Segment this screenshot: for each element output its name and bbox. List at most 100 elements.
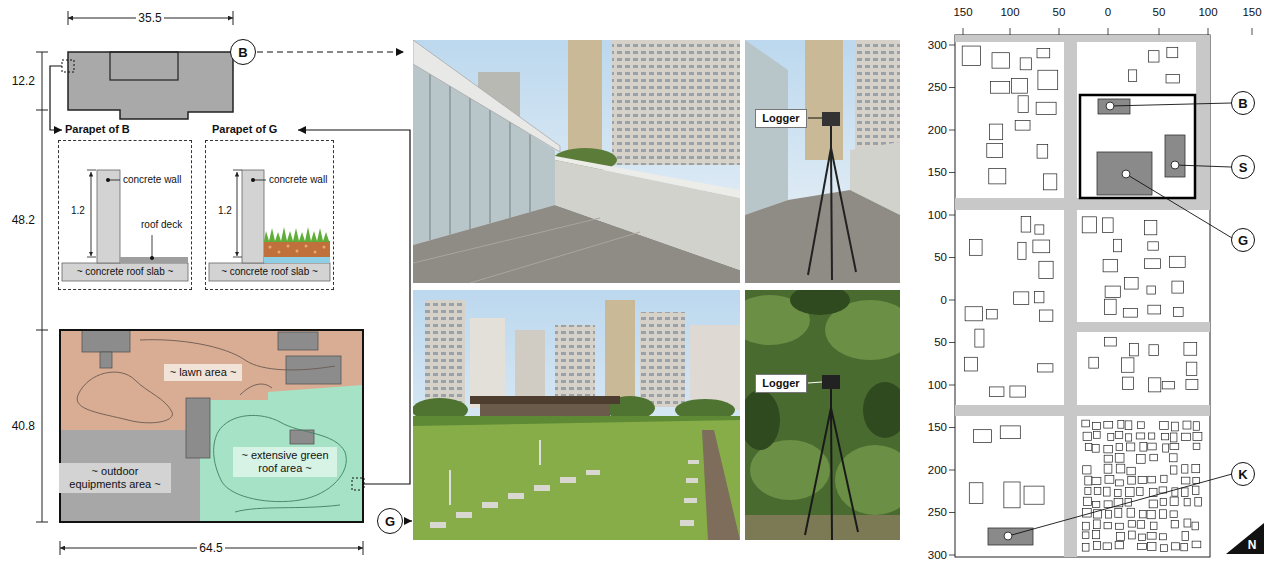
leader-arrow bbox=[50, 52, 412, 521]
rooftop-photo bbox=[469, 97, 470, 229]
logger-photo bbox=[745, 295, 900, 515]
leader-line bbox=[1110, 103, 1231, 106]
building-footprint bbox=[962, 46, 1202, 551]
detail-label: concrete wall bbox=[269, 174, 327, 186]
parapet-section bbox=[314, 251, 317, 254]
road bbox=[955, 198, 1210, 210]
axis-tick-mark bbox=[949, 130, 955, 131]
building-footprint bbox=[1018, 96, 1028, 113]
building-footprint bbox=[1092, 444, 1099, 452]
building-footprint bbox=[1035, 225, 1044, 234]
road bbox=[955, 405, 1210, 416]
axis-tick-mark bbox=[1108, 28, 1109, 35]
building-footprint bbox=[1138, 544, 1147, 550]
building-footprint bbox=[970, 239, 983, 255]
building-footprint bbox=[1104, 446, 1113, 453]
building-footprint bbox=[1039, 261, 1053, 278]
building-footprint bbox=[989, 168, 1006, 183]
logger-photo bbox=[822, 375, 840, 389]
building-footprint bbox=[1148, 543, 1156, 551]
dimension-line bbox=[36, 11, 363, 555]
logger-photo bbox=[745, 290, 900, 450]
axis-tick: 0 bbox=[941, 294, 947, 307]
leader-line bbox=[1008, 103, 1232, 536]
building-footprint bbox=[965, 307, 982, 321]
axis-tick-mark bbox=[949, 257, 955, 258]
axis-tick: 300 bbox=[928, 39, 947, 52]
axis-tick-mark bbox=[949, 512, 955, 513]
building-footprint bbox=[969, 483, 983, 504]
dimension-value: 12.2 bbox=[10, 75, 37, 88]
area-name: ~ outdoor equipments area ~ bbox=[65, 465, 165, 491]
building-footprint bbox=[1115, 509, 1122, 518]
axis-tick-mark bbox=[949, 342, 955, 343]
building-footprint bbox=[1105, 337, 1117, 346]
green-roof-plan bbox=[200, 385, 363, 522]
rooftop-photo bbox=[529, 135, 530, 213]
building-footprint bbox=[1148, 476, 1156, 483]
green-roof-photo bbox=[640, 312, 685, 407]
building-footprint bbox=[1127, 508, 1134, 517]
building-footprint bbox=[1144, 259, 1160, 269]
callout-circle: B bbox=[230, 39, 256, 65]
axis-tick: 100 bbox=[1198, 6, 1217, 19]
green-roof-photo bbox=[508, 493, 524, 499]
green-roof-photo bbox=[539, 440, 541, 465]
callout-circle: K bbox=[1231, 462, 1255, 486]
logger-name: Logger bbox=[762, 377, 799, 390]
green-roof-photo bbox=[690, 325, 740, 410]
study-building bbox=[1097, 152, 1152, 195]
building-footprint bbox=[1021, 216, 1031, 232]
logger-tag: Logger bbox=[755, 374, 806, 393]
dimension-line bbox=[36, 522, 48, 523]
building-footprint bbox=[1129, 531, 1136, 539]
section-detail: Parapet of Gconcrete wall1.2~ concrete r… bbox=[205, 140, 334, 290]
axis-tick: 50 bbox=[1053, 6, 1066, 19]
building-footprint bbox=[1147, 286, 1156, 294]
axis-tick-mark bbox=[1059, 28, 1060, 35]
building-footprint bbox=[1173, 308, 1183, 317]
building-footprint bbox=[1151, 522, 1157, 529]
building-footprint bbox=[1116, 464, 1125, 473]
leader-arrow bbox=[404, 520, 412, 521]
building-footprint bbox=[1126, 443, 1134, 451]
building-footprint bbox=[1089, 357, 1099, 368]
location-dot bbox=[1004, 532, 1012, 540]
building-footprint bbox=[1192, 522, 1199, 530]
green-roof-plan bbox=[352, 478, 364, 490]
parapet-section bbox=[120, 257, 188, 263]
building-footprint bbox=[1147, 532, 1156, 539]
building-footprint bbox=[1114, 239, 1122, 251]
rooftop-photo bbox=[568, 40, 602, 160]
callout-circle: G bbox=[377, 508, 403, 534]
logger-photo bbox=[745, 40, 900, 283]
building-footprint bbox=[1195, 498, 1202, 506]
building-footprint bbox=[1160, 510, 1167, 519]
leader-arrow bbox=[257, 51, 404, 52]
building-footprint bbox=[1166, 75, 1180, 83]
building-b-plan bbox=[68, 52, 233, 119]
building-footprint bbox=[1182, 465, 1188, 473]
rooftop-photo bbox=[555, 156, 740, 198]
axis-tick: 0 bbox=[1105, 6, 1111, 19]
parapet-section bbox=[91, 172, 92, 256]
building-footprint bbox=[987, 143, 1003, 157]
building-footprint bbox=[1172, 422, 1179, 431]
logger-photo bbox=[805, 389, 858, 540]
parapet-section bbox=[152, 235, 153, 257]
logger-photo bbox=[808, 148, 831, 275]
rooftop-photo bbox=[413, 40, 740, 283]
building-footprint bbox=[1163, 444, 1169, 452]
logger-tag: Logger bbox=[755, 109, 806, 128]
green-roof-plan bbox=[82, 330, 341, 458]
building-footprint bbox=[1184, 519, 1191, 527]
building-footprint bbox=[1105, 286, 1120, 298]
parapet-section bbox=[150, 256, 154, 260]
building-footprint bbox=[1093, 423, 1101, 430]
axis-tick: 50 bbox=[1153, 6, 1166, 19]
building-footprint bbox=[1193, 477, 1200, 483]
axis-tick: 150 bbox=[928, 421, 947, 434]
green-roof-photo bbox=[413, 290, 740, 540]
building-footprint bbox=[1160, 545, 1167, 552]
building-footprint bbox=[1000, 426, 1020, 439]
